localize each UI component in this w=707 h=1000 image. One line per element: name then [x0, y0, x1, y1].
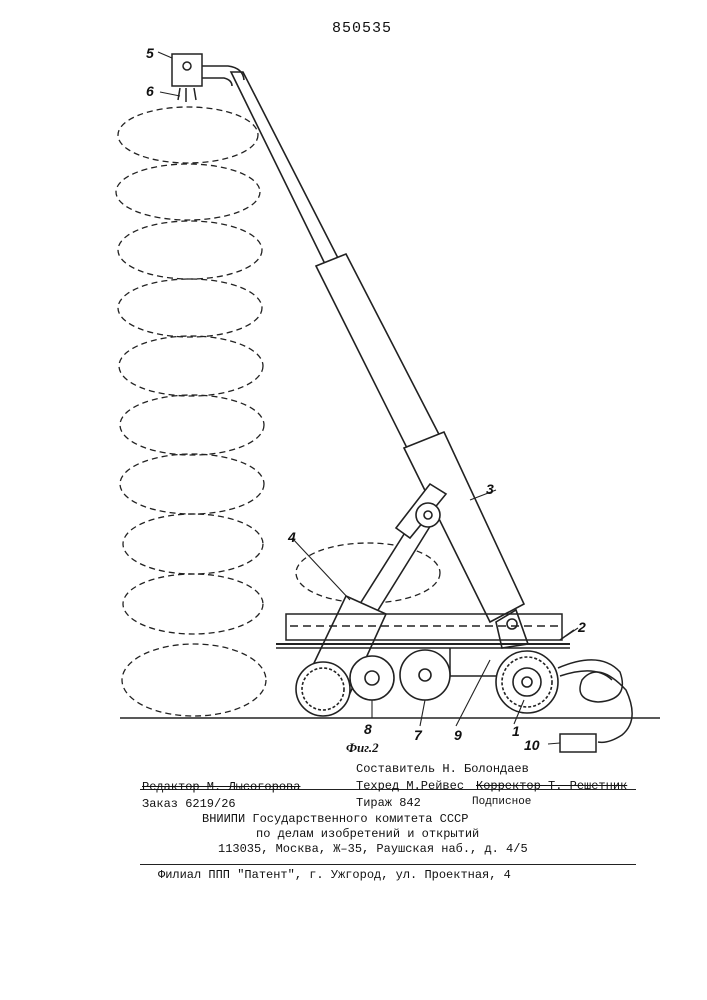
compiler-line: Составитель Н. Болондаев — [356, 762, 529, 776]
part-label-6: 6 — [146, 83, 154, 99]
rule-bottom — [140, 864, 636, 865]
part-label-5: 5 — [146, 45, 154, 61]
part-label-8: 8 — [364, 721, 372, 737]
part-label-4: 4 — [287, 529, 296, 545]
part-label-10: 10 — [524, 737, 540, 753]
control-cable — [558, 660, 632, 752]
org-line-2: по делам изобретений и открытий — [256, 827, 479, 841]
technical-drawing: 5 6 3 4 2 8 7 9 1 10 Фиг.2 — [0, 0, 707, 770]
address-line: 113035, Москва, Ж–35, Раушская наб., д. … — [218, 842, 528, 856]
corrector-line: Корректор Т. Решетник — [476, 779, 627, 793]
part-label-1: 1 — [512, 723, 520, 739]
figure-caption: Фиг.2 — [346, 740, 379, 755]
circulation-line: Тираж 842 — [356, 796, 421, 810]
subscription-line: Подписное — [472, 796, 531, 808]
editor-line: Редактор М. Лысогорова — [142, 780, 300, 794]
branch-line: Филиал ППП "Патент", г. Ужгород, ул. Про… — [158, 868, 511, 882]
order-line: Заказ 6219/26 — [142, 797, 236, 811]
part-label-7: 7 — [414, 727, 423, 743]
part-label-2: 2 — [577, 619, 586, 635]
techred-line: Техред М.Рейвес — [356, 779, 464, 793]
org-line-1: ВНИИПИ Государственного комитета СССР — [202, 812, 468, 826]
boom-assembly — [200, 66, 528, 648]
part-label-3: 3 — [486, 481, 494, 497]
part-label-9: 9 — [454, 727, 462, 743]
